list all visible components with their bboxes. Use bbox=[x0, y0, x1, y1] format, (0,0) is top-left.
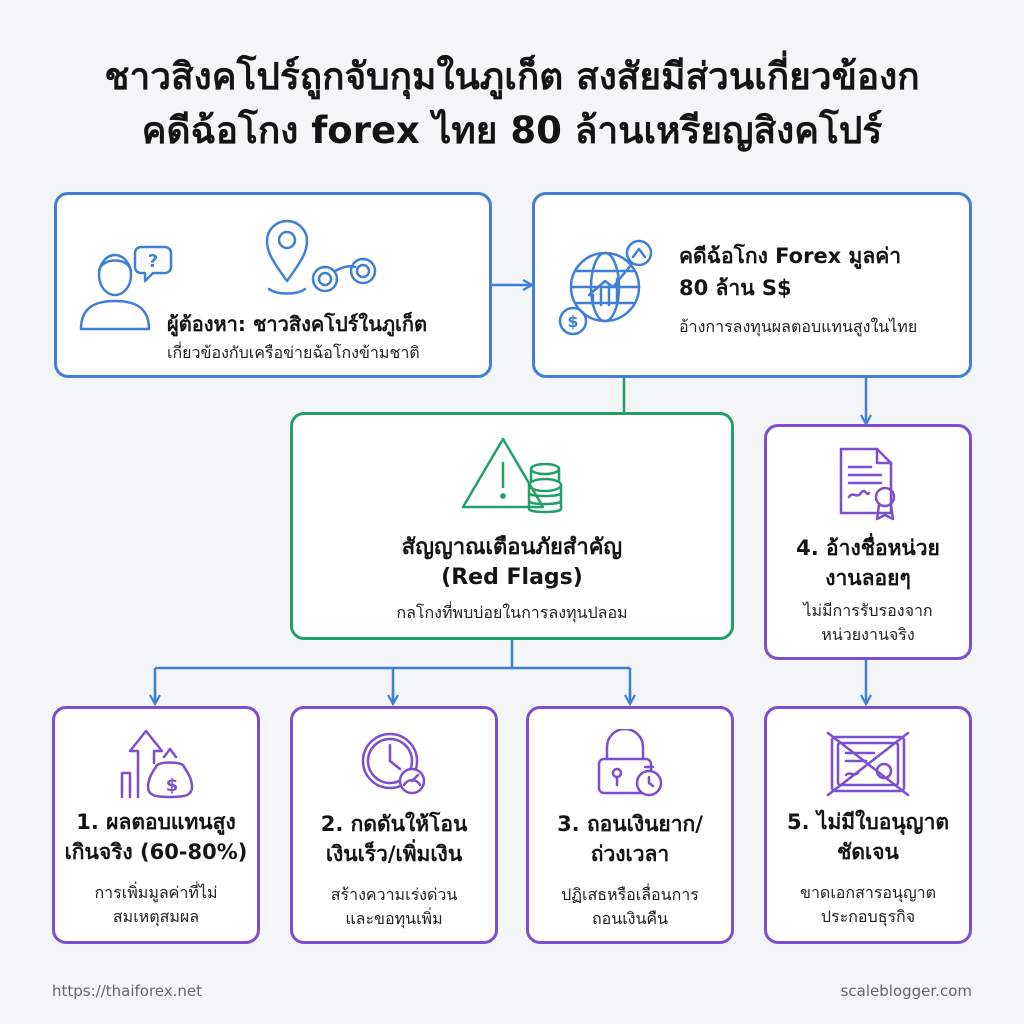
suspect-card: ? ผู้ต้องหา: ชาวสิงคโปร์ในภูเก็ต เกี่ยวข… bbox=[54, 192, 492, 378]
flag-4-heading-line-2: งานลอยๆ bbox=[825, 566, 911, 590]
red-flags-card: สัญญาณเตือนภัยสำคัญ (Red Flags) กลโกงที่… bbox=[290, 412, 734, 640]
clock-pressure-icon bbox=[361, 732, 426, 795]
suspect-subtext: เกี่ยวข้องกับเครือข่ายฉ้อโกงข้ามชาติ bbox=[167, 343, 420, 362]
flag-1-subtext-line-1: การเพิ่มมูลค่าที่ไม่ bbox=[94, 883, 218, 902]
flag-1-heading-line-2: เกินจริง (60-80%) bbox=[64, 840, 248, 864]
certificate-icon bbox=[839, 447, 896, 521]
flag-4-subtext-line-1: ไม่มีการรับรองจาก bbox=[803, 601, 933, 620]
footer-source-link[interactable]: https://thaiforex.net bbox=[52, 982, 203, 1000]
suspect-heading: ผู้ต้องหา: ชาวสิงคโปร์ในภูเก็ต bbox=[167, 312, 427, 336]
flag-card-4: 4. อ้างชื่อหน่วย งานลอยๆ ไม่มีการรับรองจ… bbox=[764, 424, 972, 660]
location-handcuffs-icon bbox=[265, 219, 377, 295]
title-line-1: ชาวสิงคโปร์ถูกจับกุมในภูเก็ต สงสัยมีส่วน… bbox=[104, 55, 920, 98]
case-subtext: อ้างการลงทุนผลตอบแทนสูงในไทย bbox=[679, 317, 918, 336]
warning-coins-icon bbox=[461, 437, 563, 514]
flag-card-1: $ 1. ผลตอบแทนสูง เกินจริง (60-80%) การเพ… bbox=[52, 706, 260, 944]
flag-3-subtext-line-1: ปฏิเสธหรือเลื่อนการ bbox=[561, 885, 699, 904]
flag-card-3: 3. ถอนเงินยาก/ ถ่วงเวลา ปฏิเสธหรือเลื่อน… bbox=[526, 706, 734, 944]
flag-3-heading-line-1: 3. ถอนเงินยาก/ bbox=[557, 812, 703, 836]
svg-text:$: $ bbox=[166, 775, 179, 796]
case-heading-line-2: 80 ล้าน S$ bbox=[679, 276, 792, 300]
svg-text:$: $ bbox=[567, 312, 578, 331]
money-growth-icon: $ bbox=[120, 729, 194, 799]
suspect-person-icon: ? bbox=[79, 245, 173, 331]
svg-text:?: ? bbox=[148, 251, 158, 272]
case-card: $ คดีฉ้อโกง Forex มูลค่า 80 ล้าน S$ อ้าง… bbox=[532, 192, 972, 378]
case-heading-line-1: คดีฉ้อโกง Forex มูลค่า bbox=[679, 244, 902, 268]
flag-card-5: 5. ไม่มีใบอนุญาต ชัดเจน ขาดเอกสารอนุญาต … bbox=[764, 706, 972, 944]
crossed-license-icon bbox=[826, 731, 910, 797]
flag-5-subtext-line-2: ประกอบธุรกิจ bbox=[820, 907, 916, 926]
flag-2-heading-line-2: เงินเร็ว/เพิ่มเงิน bbox=[325, 842, 463, 866]
title-line-2: คดีฉ้อโกง forex ไทย 80 ล้านเหรียญสิงคโปร… bbox=[141, 109, 883, 152]
flag-2-subtext-line-1: สร้างความเร่งด่วน bbox=[330, 885, 458, 904]
flag-5-heading-line-2: ชัดเจน bbox=[837, 840, 899, 864]
red-flags-heading-line-2: (Red Flags) bbox=[441, 565, 583, 590]
flag-3-subtext-line-2: ถอนเงินคืน bbox=[591, 909, 669, 928]
red-flags-heading-line-1: สัญญาณเตือนภัยสำคัญ bbox=[401, 535, 623, 560]
branch-redflags bbox=[153, 640, 632, 704]
lock-timer-icon bbox=[597, 729, 663, 797]
flag-2-subtext-line-2: และขอทุนเพิ่ม bbox=[345, 909, 443, 928]
flag-4-subtext-line-2: หน่วยงานจริง bbox=[821, 625, 915, 644]
flag-4-heading-line-1: 4. อ้างชื่อหน่วย bbox=[796, 536, 940, 560]
flag-1-subtext-line-2: สมเหตุสมผล bbox=[112, 907, 200, 926]
red-flags-subtext: กลโกงที่พบบ่อยในการลงทุนปลอม bbox=[396, 603, 628, 622]
flag-1-heading-line-1: 1. ผลตอบแทนสูง bbox=[76, 810, 236, 834]
flag-2-heading-line-1: 2. กดดันให้โอน bbox=[320, 812, 468, 836]
footer-brand: scaleblogger.com bbox=[840, 982, 972, 1000]
flag-3-heading-line-2: ถ่วงเวลา bbox=[590, 842, 670, 866]
globe-chart-icon: $ bbox=[558, 239, 653, 336]
flag-5-subtext-line-1: ขาดเอกสารอนุญาต bbox=[800, 883, 936, 902]
flag-card-2: 2. กดดันให้โอน เงินเร็ว/เพิ่มเงิน สร้างค… bbox=[290, 706, 498, 944]
flag-5-heading-line-1: 5. ไม่มีใบอนุญาต bbox=[786, 810, 950, 834]
page-title: ชาวสิงคโปร์ถูกจับกุมในภูเก็ต สงสัยมีส่วน… bbox=[0, 50, 1024, 158]
